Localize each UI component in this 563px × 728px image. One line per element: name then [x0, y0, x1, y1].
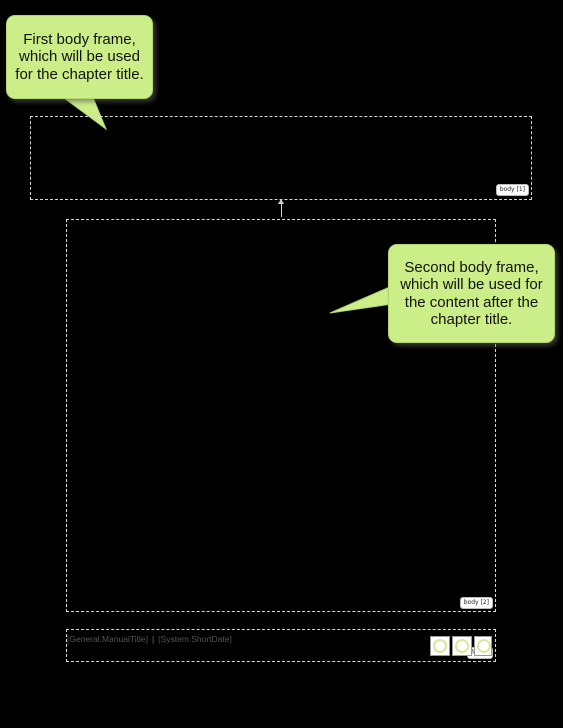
footer-variables: [General.ManualTitle]|[System.ShortDate] — [67, 634, 232, 644]
short-date-variable[interactable]: [System.ShortDate] — [158, 634, 232, 644]
second-frame-callout-text: Second body frame, which will be used fo… — [400, 258, 543, 328]
circle-icon — [477, 639, 491, 653]
second-frame-callout: Second body frame, which will be used fo… — [388, 244, 555, 343]
first-frame-callout: First body frame, which will be used for… — [6, 15, 153, 99]
first-frame-callout-text: First body frame, which will be used for… — [15, 30, 144, 83]
frame-flow-connector — [281, 200, 282, 217]
body-frame-2[interactable]: body [2] — [66, 219, 496, 612]
body-frame-1[interactable]: body [1] — [30, 116, 532, 200]
footer-separator: | — [151, 634, 155, 644]
graphic-placeholder-icon[interactable] — [474, 636, 492, 656]
circle-icon — [433, 639, 447, 653]
graphic-placeholder-icon[interactable] — [430, 636, 450, 656]
graphic-placeholder-icon[interactable] — [452, 636, 472, 656]
manual-title-variable[interactable]: [General.ManualTitle] — [67, 634, 148, 644]
body-frame-2-tag[interactable]: body [2] — [459, 597, 493, 609]
flow-arrow-icon — [278, 199, 284, 204]
circle-icon — [455, 639, 469, 653]
body-frame-1-tag[interactable]: body [1] — [495, 184, 529, 196]
